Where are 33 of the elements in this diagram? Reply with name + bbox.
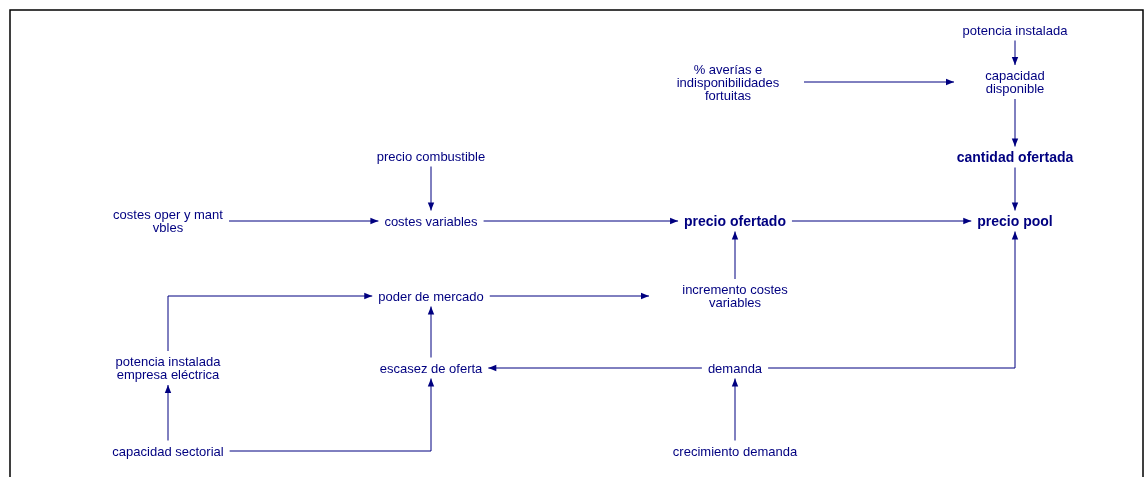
node-label: precio pool bbox=[975, 213, 1055, 229]
arrow bbox=[483, 217, 679, 225]
node-label: potencia instalada bbox=[960, 22, 1070, 38]
arrow bbox=[167, 292, 373, 352]
arrow bbox=[427, 166, 435, 211]
arrow bbox=[489, 292, 650, 300]
arrow bbox=[767, 231, 1019, 369]
node-label: incremento costes variables bbox=[653, 282, 817, 310]
node-label: escasez de oferta bbox=[377, 360, 485, 376]
node-label: % averías e indisponibilidades fortuitas bbox=[656, 61, 800, 103]
arrow bbox=[1011, 98, 1019, 147]
arrow bbox=[229, 378, 435, 452]
arrow bbox=[1011, 40, 1019, 66]
arrow bbox=[228, 217, 379, 225]
node-label: demanda bbox=[705, 360, 765, 376]
arrow bbox=[791, 217, 972, 225]
node-label: cantidad ofertada bbox=[954, 149, 1076, 165]
node-label: capacidad sectorial bbox=[110, 443, 226, 459]
node-label: precio combustible bbox=[374, 148, 488, 164]
arrow bbox=[803, 78, 955, 86]
node-label: costes variables bbox=[382, 213, 480, 229]
node-label: costes oper y mant vbles bbox=[111, 207, 225, 235]
arrow bbox=[731, 231, 739, 280]
node-label: precio ofertado bbox=[682, 213, 788, 229]
arrow bbox=[487, 364, 703, 372]
node-label: crecimiento demanda bbox=[670, 443, 800, 459]
node-label: poder de mercado bbox=[376, 288, 486, 304]
arrow bbox=[427, 306, 435, 358]
node-label: potencia instalada empresa eléctrica bbox=[91, 354, 245, 382]
node-label: capacidad disponible bbox=[958, 68, 1072, 96]
arrow bbox=[731, 378, 739, 441]
arrow bbox=[164, 384, 172, 441]
arrow bbox=[1011, 167, 1019, 211]
